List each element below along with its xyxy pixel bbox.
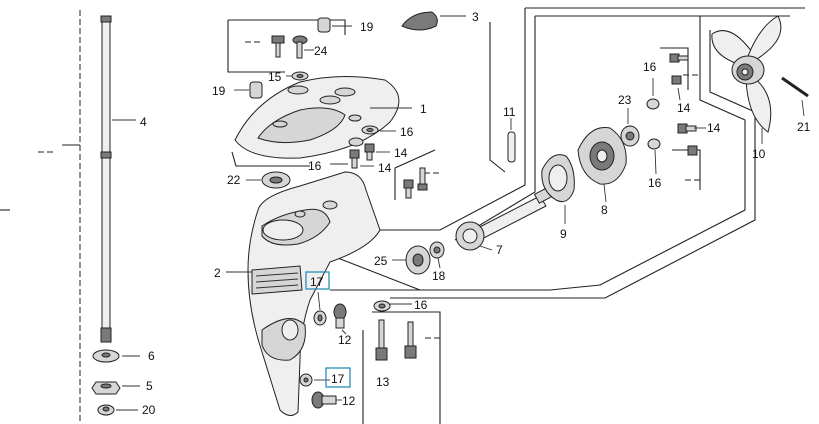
label-25: 25 (374, 254, 388, 268)
holder-part-8 (577, 126, 627, 203)
washer-bolt-group-plate (330, 125, 396, 169)
callout-labels: 1 2 3 4 5 6 7 8 9 10 11 12 12 13 14 14 1… (140, 10, 811, 417)
bolt-part-24 (271, 35, 314, 59)
stud-part-13 (375, 319, 417, 361)
bolt-part-12-lower (311, 391, 342, 409)
label-8: 8 (601, 203, 608, 217)
pin-part-11 (507, 118, 516, 163)
label-16-middle: 16 (308, 159, 322, 173)
grouping-lines (0, 7, 805, 424)
label-1: 1 (420, 102, 427, 116)
nut-part-5 (91, 381, 140, 395)
label-16-right-upper: 16 (643, 60, 657, 74)
label-23: 23 (618, 93, 632, 107)
washer-part-17-upper (313, 291, 327, 326)
washer-part-16-lower (373, 300, 412, 312)
gearcase-part-2 (226, 171, 381, 416)
label-14-right-lower: 14 (707, 121, 721, 135)
label-20: 20 (142, 403, 156, 417)
label-11: 11 (503, 105, 516, 119)
label-7: 7 (496, 243, 503, 257)
label-4: 4 (140, 115, 147, 129)
label-15: 15 (268, 70, 282, 84)
label-21: 21 (797, 120, 811, 134)
label-14-plate: 14 (394, 146, 408, 160)
label-9: 9 (560, 227, 567, 241)
label-22: 22 (227, 173, 241, 187)
highlight-box-17-lower (325, 367, 351, 388)
block-part-3 (401, 11, 466, 31)
bolt-part-12-upper (333, 303, 347, 335)
label-18: 18 (432, 269, 446, 283)
label-16-plate: 16 (400, 125, 414, 139)
label-5: 5 (146, 379, 153, 393)
washer-part-17-lower (299, 373, 330, 387)
washer-part-6 (92, 349, 140, 363)
gasket-part-9 (541, 154, 575, 224)
bearing-part-23 (620, 108, 640, 147)
label-13: 13 (376, 375, 390, 389)
washer-part-15 (286, 71, 309, 81)
label-14-right-upper: 14 (677, 101, 691, 115)
highlight-box-17-upper (305, 271, 330, 290)
label-16-lower: 16 (414, 298, 428, 312)
label-10: 10 (752, 147, 766, 161)
propeller-part-10 (711, 15, 782, 144)
bolt-group-middle (403, 167, 428, 199)
label-24: 24 (314, 44, 328, 58)
sleeve-part-19-left (234, 81, 263, 99)
label-17-upper: 17 (310, 275, 324, 289)
driveshaft-part (100, 15, 136, 343)
washer-part-18 (429, 241, 445, 269)
label-19-upper: 19 (360, 20, 374, 34)
cotter-pin-part-21 (781, 76, 809, 117)
label-12-upper: 12 (338, 333, 352, 347)
label-6: 6 (148, 349, 155, 363)
bearing-part-22 (246, 171, 291, 189)
label-2: 2 (214, 266, 221, 280)
label-17-lower: 17 (331, 372, 345, 386)
bearing-part-25 (392, 245, 431, 275)
sleeve-part-19-upper (317, 17, 352, 33)
label-19-left: 19 (212, 84, 226, 98)
label-12-lower: 12 (342, 394, 356, 408)
label-14-middle: 14 (378, 161, 392, 175)
washer-bolt-group-right (646, 53, 706, 175)
nut-part-20 (97, 404, 138, 416)
label-16-right-lower: 16 (648, 176, 662, 190)
label-3: 3 (472, 10, 479, 24)
